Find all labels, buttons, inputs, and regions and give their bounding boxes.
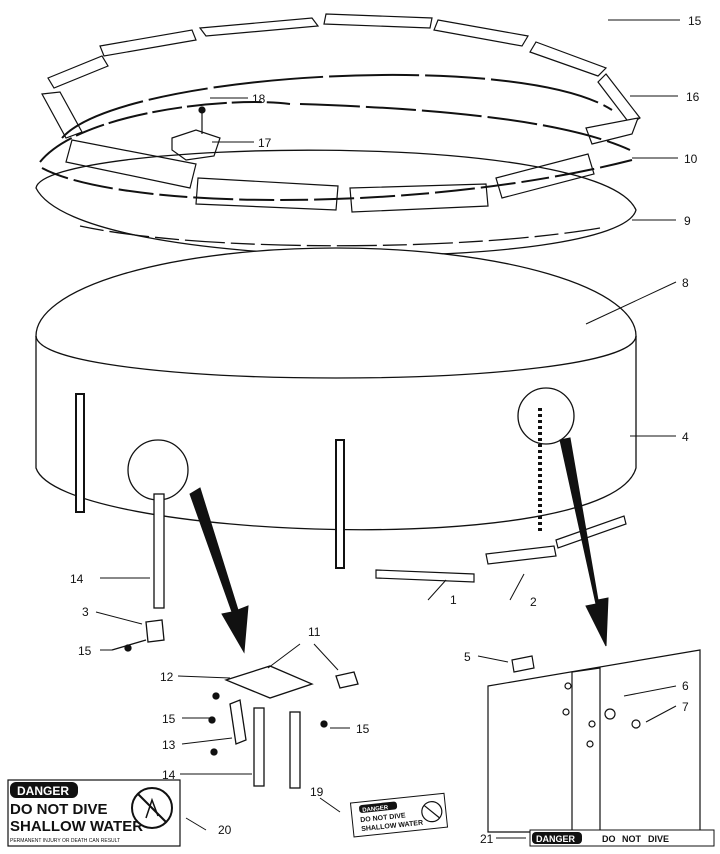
callout-6: 6 bbox=[682, 679, 689, 693]
danger-strip-word-3: DIVE bbox=[648, 834, 669, 844]
upright-detail bbox=[111, 493, 165, 652]
callout-21: 21 bbox=[480, 832, 494, 846]
callout-18: 18 bbox=[252, 92, 266, 106]
callout-15-mid-l: 15 bbox=[162, 712, 176, 726]
callout-12: 12 bbox=[160, 670, 174, 684]
bracket-detail bbox=[208, 665, 359, 789]
danger-sign-small: DANGER DO NOT DIVE SHALLOW WATER bbox=[349, 792, 449, 838]
danger-strip-badge: DANGER bbox=[536, 834, 576, 844]
coping-strips bbox=[375, 515, 627, 583]
wall-panel-detail bbox=[487, 649, 701, 833]
callout-9: 9 bbox=[684, 214, 691, 228]
danger-line2-large: SHALLOW WATER bbox=[10, 818, 143, 835]
danger-badge-small: DANGER bbox=[362, 805, 389, 814]
danger-strip-word-1: DO bbox=[602, 834, 616, 844]
liner-ring bbox=[35, 149, 637, 257]
callout-15-mid-r: 15 bbox=[356, 722, 370, 736]
top-rail-ring bbox=[39, 73, 633, 202]
callout-14-lower: 14 bbox=[162, 768, 176, 782]
callout-10: 10 bbox=[684, 152, 698, 166]
callout-3: 3 bbox=[82, 605, 89, 619]
danger-sign-large: DANGER DO NOT DIVE SHALLOW WATER PERMANE… bbox=[7, 779, 181, 847]
danger-fineprint-large: PERMANENT INJURY OR DEATH CAN RESULT bbox=[10, 838, 120, 844]
callout-20: 20 bbox=[218, 823, 232, 837]
callout-1: 1 bbox=[450, 593, 457, 607]
callout-4: 4 bbox=[682, 430, 689, 444]
callout-16: 16 bbox=[686, 90, 700, 104]
callout-17: 17 bbox=[258, 136, 272, 150]
callout-2: 2 bbox=[530, 595, 537, 609]
danger-line1-small: DO NOT DIVE bbox=[360, 812, 406, 824]
callout-15-top: 15 bbox=[688, 14, 702, 28]
callout-7: 7 bbox=[682, 700, 689, 714]
danger-strip: DANGER DO NOT DIVE bbox=[529, 829, 715, 847]
wall-uprights bbox=[75, 393, 542, 569]
callout-5: 5 bbox=[464, 650, 471, 664]
callout-11: 11 bbox=[308, 625, 321, 639]
callout-19: 19 bbox=[310, 785, 324, 799]
callout-15-left: 15 bbox=[78, 644, 92, 658]
detail-arrows bbox=[189, 437, 609, 654]
top-rail-caps bbox=[41, 13, 641, 213]
callout-14-upper: 14 bbox=[70, 572, 84, 586]
danger-strip-word-2: NOT bbox=[622, 834, 642, 844]
callout-13: 13 bbox=[162, 738, 176, 752]
leader-lines bbox=[95, 19, 680, 839]
callout-labels: 15 16 10 9 8 4 18 17 1 2 14 3 15 11 12 1… bbox=[70, 14, 702, 846]
danger-badge-large: DANGER bbox=[17, 784, 69, 798]
danger-line1-large: DO NOT DIVE bbox=[10, 801, 108, 818]
callout-8: 8 bbox=[682, 276, 689, 290]
